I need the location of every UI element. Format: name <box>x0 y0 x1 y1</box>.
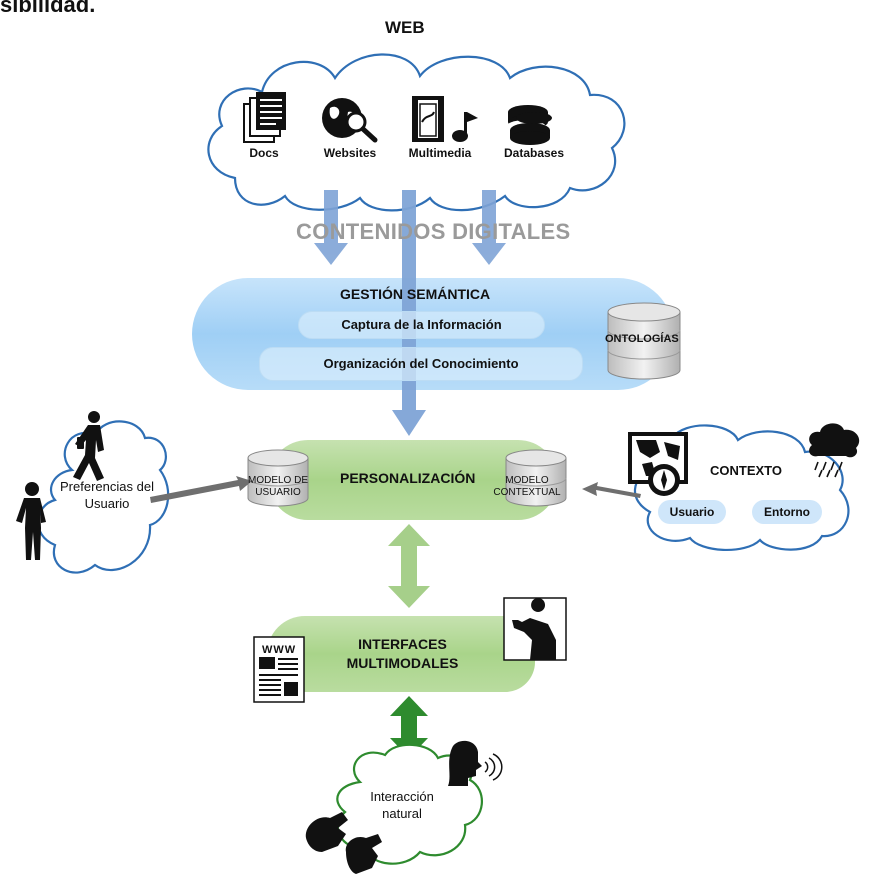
modelo-contextual-label: MODELO CONTEXTUAL <box>493 475 561 498</box>
modelo-usuario-label: MODELO DE USUARIO <box>247 475 308 498</box>
content-flow-arrows <box>314 190 506 265</box>
organizacion-conocimiento-pill: Organización del Conocimiento <box>259 347 583 381</box>
map-compass-icon <box>628 432 688 496</box>
source-label-multimedia: Multimedia <box>408 146 472 160</box>
modelo-contextual-cylinder <box>505 449 567 507</box>
web-title: WEB <box>385 18 425 37</box>
contexto-entorno-pill: Entorno <box>752 500 822 524</box>
database-stack-icon <box>506 105 552 145</box>
web-page-icon <box>253 636 305 703</box>
interfaces-interaccion-arrow <box>390 696 428 758</box>
source-label-websites: Websites <box>323 146 377 160</box>
interfaces-multimodales-title: INTERFACES MULTIMODALES <box>346 636 459 671</box>
speaking-head-icon <box>448 740 503 786</box>
walking-person-icon <box>73 411 104 481</box>
contenidos-digitales-label: CONTENIDOS DIGITALES <box>296 219 571 244</box>
personalizacion-title: PERSONALIZACIÓN <box>340 470 476 486</box>
document-icon <box>243 92 286 143</box>
modelo-usuario-cylinder <box>247 449 309 507</box>
rain-cloud-icon <box>809 423 860 478</box>
source-label-docs: Docs <box>249 146 279 160</box>
contexto-title: CONTEXTO <box>710 463 782 478</box>
interfaces-block <box>267 616 535 692</box>
heading-fragment: sibilidad. <box>0 0 96 17</box>
source-label-databases: Databases <box>503 146 565 160</box>
preferencias-arrow <box>150 476 252 503</box>
sign-hands-icon <box>305 812 382 874</box>
interaccion-natural-label: Interacción natural <box>370 789 434 821</box>
gesture-person-icon <box>503 597 567 661</box>
personalizacion-block <box>268 440 558 520</box>
ontologias-cylinder <box>607 302 681 380</box>
www-label: WWW <box>262 644 297 656</box>
standing-woman-icon <box>16 482 46 560</box>
personalizacion-interfaces-arrow <box>388 524 430 608</box>
gestion-semantica-title: GESTIÓN SEMÁNTICA <box>340 286 491 302</box>
preferencias-usuario-label: Preferencias del Usuario <box>60 479 154 511</box>
ontologias-label: ONTOLOGÍAS <box>605 333 679 345</box>
contexto-arrow <box>582 482 641 498</box>
captura-informacion-pill: Captura de la Información <box>298 311 545 339</box>
contexto-usuario-pill: Usuario <box>658 500 726 524</box>
globe-search-icon <box>322 98 378 143</box>
film-music-icon <box>412 96 478 142</box>
